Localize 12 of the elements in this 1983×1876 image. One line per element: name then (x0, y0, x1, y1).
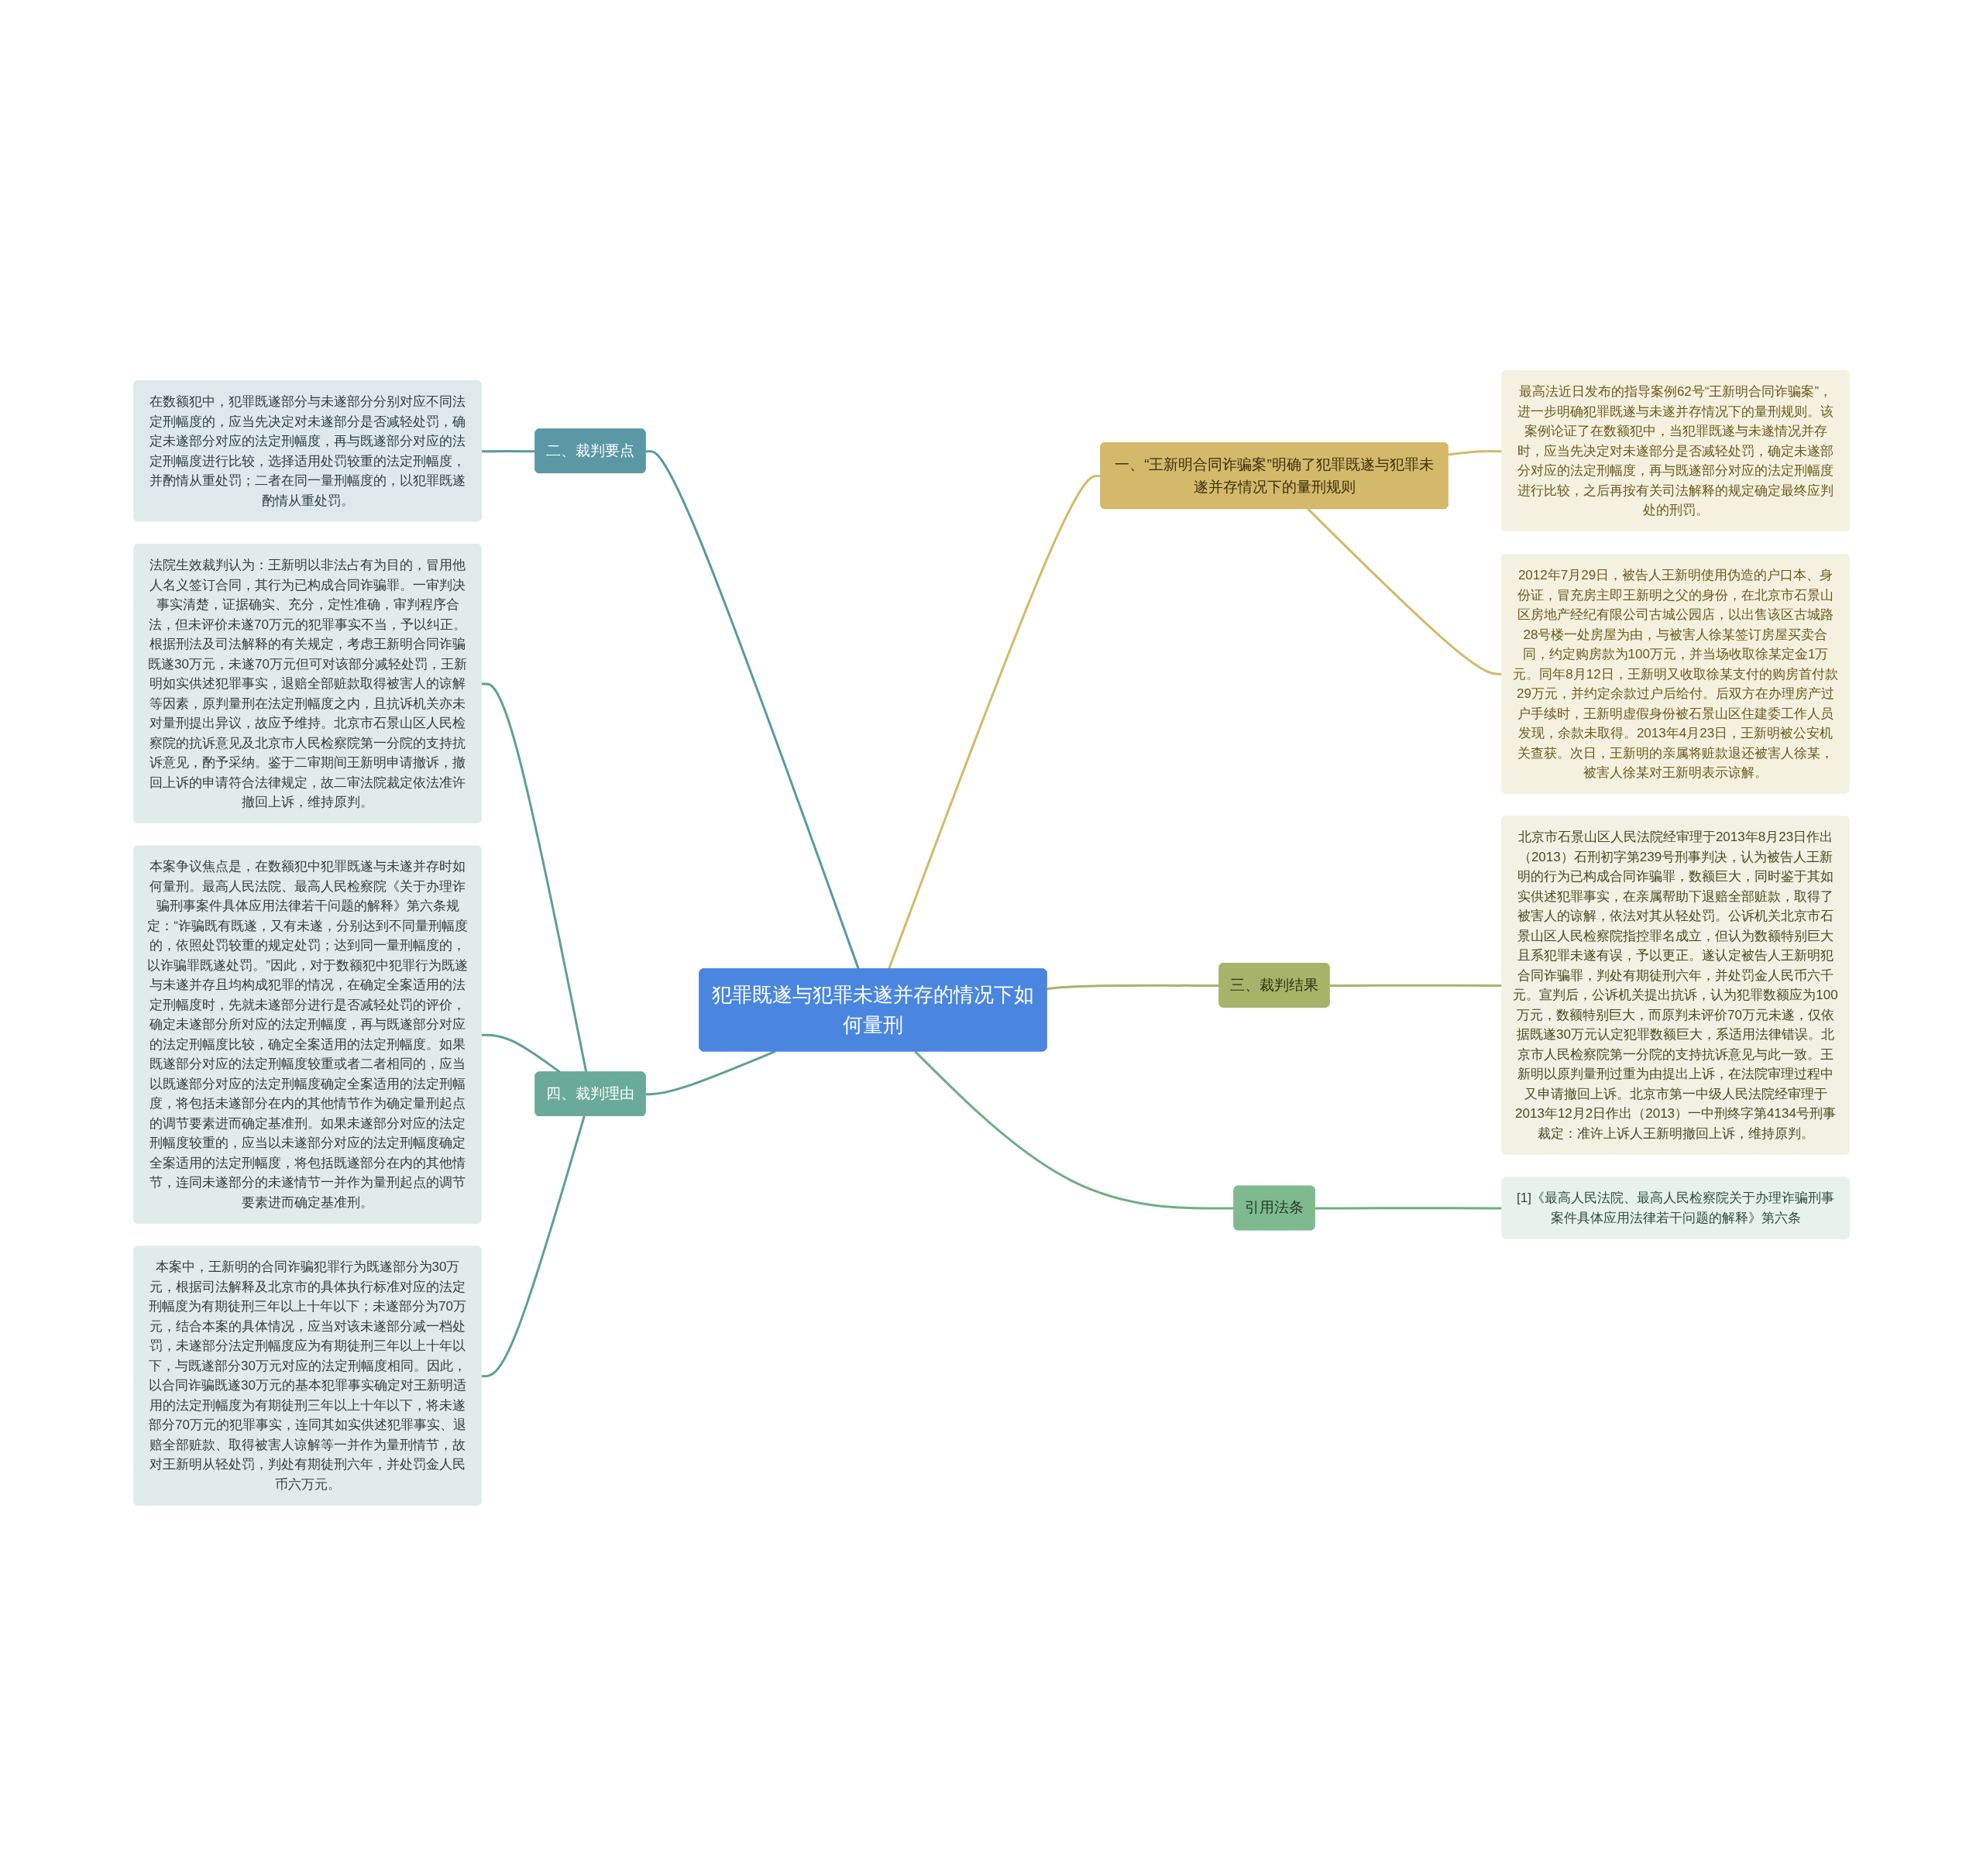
connector (1307, 507, 1503, 675)
connector (1046, 984, 1220, 991)
connector (645, 1050, 776, 1096)
connector (481, 1115, 586, 1378)
connector (645, 450, 860, 970)
connector (914, 1050, 1235, 1210)
connector (481, 449, 536, 453)
connector (1448, 449, 1503, 456)
connector (1329, 984, 1503, 987)
connector (1315, 1207, 1503, 1210)
connector (888, 474, 1101, 970)
connector (481, 682, 588, 1073)
